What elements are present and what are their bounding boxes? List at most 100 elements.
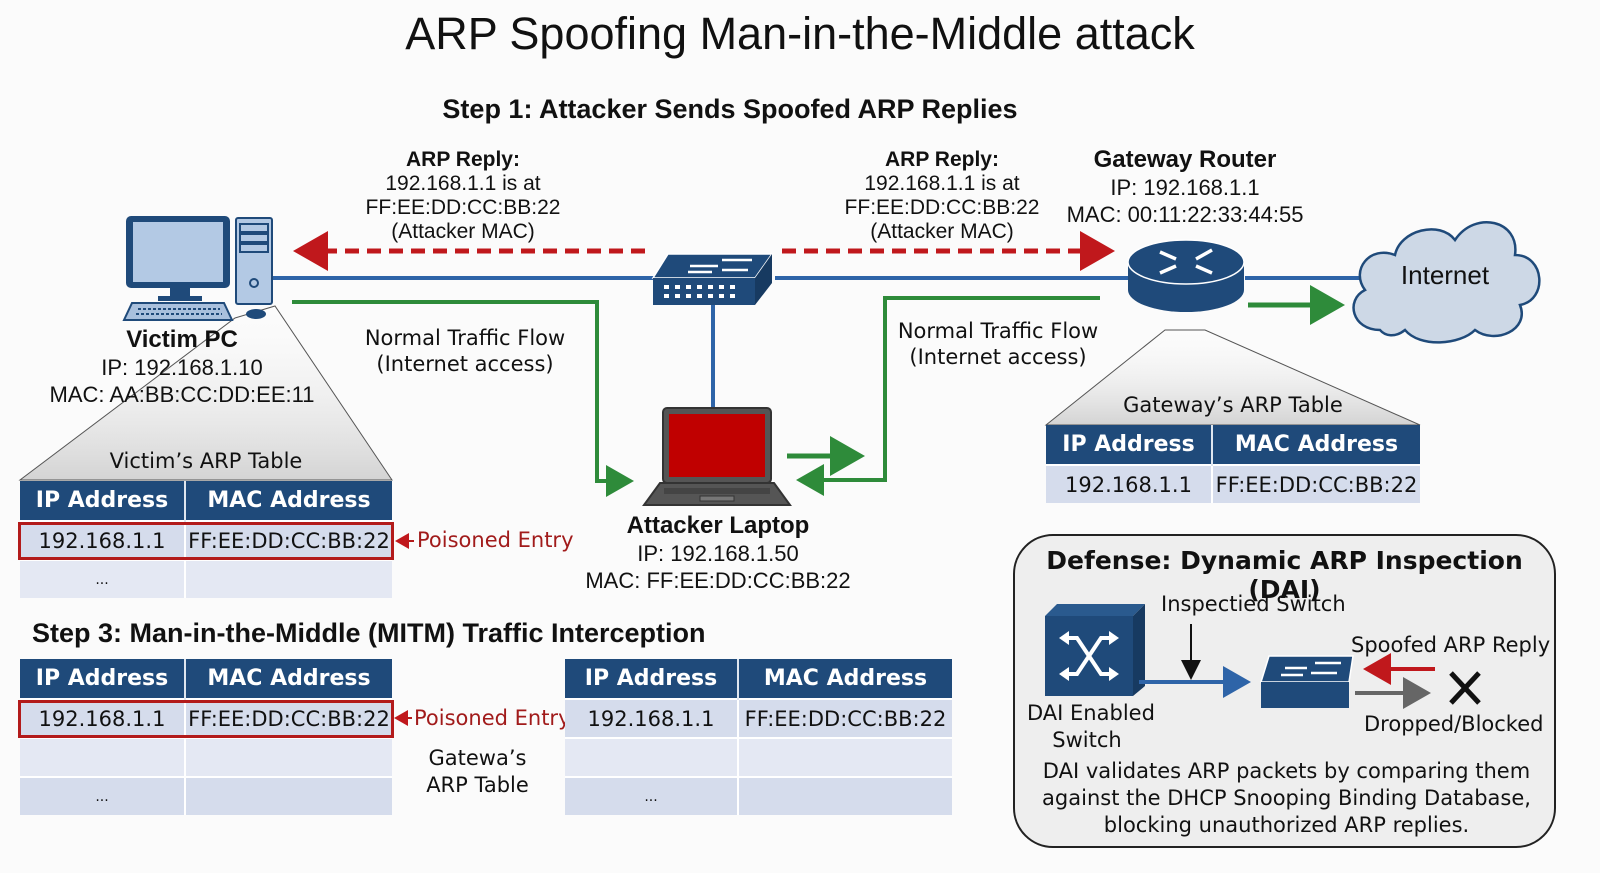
table-cell [738,776,952,815]
arp-reply-line: FF:EE:DD:CC:BB:22 [365,196,561,219]
column-header: IP Address [20,659,186,699]
table-row: ... [565,776,952,815]
column-header: MAC Address [1212,425,1420,465]
table-cell: ... [20,559,186,598]
dropped-blocked-label: Dropped/Blocked [1364,712,1544,736]
page-title: ARP Spoofing Man-in-the-Middle attack [405,8,1195,59]
inspected-switch-label: Inspectied Switch [1161,592,1346,616]
arp-reply-line: 192.168.1.1 is at [385,172,541,195]
flow-line: Normal Traffic Flow [364,326,566,350]
table-cell: 192.168.1.1 [20,698,186,738]
mitm-gateway-table-caption: Gatewa’s ARP Table [400,745,555,799]
table-cell [185,776,392,815]
step3-heading: Step 3: Man-in-the-Middle (MITM) Traffic… [32,618,706,648]
flow-line: Normal Traffic Flow [897,319,1099,343]
table-cell [565,737,739,777]
table-cell: 192.168.1.1 [565,698,739,738]
attacker-ip: IP: 192.168.1.50 [637,541,799,566]
poisoned-entry-highlight-step3 [18,700,394,738]
defense-panel: Defense: Dynamic ARP Inspection (DAI) [1013,534,1556,848]
gateway-table-caption: Gateway’s ARP Table [1123,393,1343,417]
table-row: ... [20,559,392,598]
column-header: IP Address [20,481,186,521]
table-cell: FF:EE:DD:CC:BB:22 [185,520,392,560]
table-cell: 192.168.1.1 [1046,464,1213,503]
description-line: against the DHCP Snooping Binding Databa… [1042,786,1531,810]
table-cell [20,737,186,777]
table-cell: FF:EE:DD:CC:BB:22 [1212,464,1420,503]
table-row [565,737,952,777]
table-cell: ... [565,776,739,815]
table-row: ... [20,776,392,815]
gateway-router-label: Gateway Router IP: 192.168.1.1 MAC: 00:1… [1035,146,1335,228]
victim-ip: IP: 192.168.1.10 [101,355,263,380]
table-row [20,737,392,777]
arp-reply-label-right: ARP Reply: 192.168.1.1 is at FF:EE:DD:CC… [832,148,1052,244]
victim-pc-label: Victim PC IP: 192.168.1.10 MAC: AA:BB:CC… [32,326,332,408]
victim-table-caption: Victim’s ARP Table [109,449,303,473]
dai-label-line: Switch [1052,728,1122,752]
arp-reply-line: (Attacker MAC) [870,220,1014,243]
table-cell: 192.168.1.1 [20,520,186,560]
attacker-name: Attacker Laptop [626,512,810,539]
gateway-ip: IP: 192.168.1.1 [1110,175,1260,200]
arp-reply-title: ARP Reply: [406,148,520,171]
caption-line: ARP Table [426,773,529,797]
poisoned-entry-label-step3: Poisoned Entry [414,706,571,730]
gateway-table-spotlight [1044,329,1421,426]
column-header: MAC Address [185,481,392,521]
column-header: MAC Address [738,659,952,699]
dai-enabled-switch-label: DAI Enabled Switch [1027,700,1155,754]
defense-description: DAI validates ARP packets by comparing t… [1015,758,1558,839]
mitm-victim-arp-table: IP Address MAC Address 192.168.1.1 FF:EE… [20,659,392,815]
mitm-gateway-arp-table: IP Address MAC Address 192.168.1.1 FF:EE… [565,659,952,815]
table-cell [185,737,392,777]
normal-traffic-label-right: Normal Traffic Flow (Internet access) [888,318,1108,370]
arp-reply-line: FF:EE:DD:CC:BB:22 [844,196,1040,219]
poisoned-entry-label: Poisoned Entry [417,528,574,552]
attacker-laptop-label: Attacker Laptop IP: 192.168.1.50 MAC: FF… [568,512,868,594]
inspected-switch-icon [1259,655,1354,708]
table-row-poisoned: 192.168.1.1 FF:EE:DD:CC:BB:22 [20,698,392,738]
arp-reply-line: (Attacker MAC) [391,220,535,243]
blocked-x-icon [1449,671,1481,705]
arp-reply-label-left: ARP Reply: 192.168.1.1 is at FF:EE:DD:CC… [353,148,573,244]
table-row-poisoned: 192.168.1.1 FF:EE:DD:CC:BB:22 [20,520,392,560]
traffic-victim-to-attacker-arrow [292,300,634,497]
table-cell [185,559,392,598]
spoofed-arp-reply-label: Spoofed ARP Reply [1351,633,1551,657]
gateway-arp-table: IP Address MAC Address 192.168.1.1 FF:EE… [1046,425,1420,503]
arp-reply-line: 192.168.1.1 is at [864,172,1020,195]
desktop-pc-icon [122,216,273,321]
laptop-icon [642,407,792,506]
column-header: MAC Address [185,659,392,699]
column-header: IP Address [565,659,739,699]
normal-traffic-label-left: Normal Traffic Flow (Internet access) [355,325,575,377]
traffic-gateway-to-attacker-arrow [796,296,1100,496]
dai-switch-icon [1045,604,1145,696]
caption-line: Gatewa’s [428,746,527,770]
victim-name: Victim PC [126,326,238,353]
defense-diagram [1045,604,1481,709]
dai-label-line: DAI Enabled [1027,701,1155,725]
victim-arp-table: IP Address MAC Address 192.168.1.1 FF:EE… [20,481,392,598]
description-line: blocking unauthorized ARP replies. [1103,813,1470,837]
table-row: 192.168.1.1 FF:EE:DD:CC:BB:22 [1046,464,1420,503]
table-row: 192.168.1.1 FF:EE:DD:CC:BB:22 [565,698,952,738]
description-line: DAI validates ARP packets by comparing t… [1042,759,1531,783]
table-cell [738,737,952,777]
router-icon [1127,239,1245,312]
gateway-name: Gateway Router [1093,146,1277,173]
gateway-mac: MAC: 00:11:22:33:44:55 [1066,202,1304,227]
table-cell: FF:EE:DD:CC:BB:22 [738,698,952,738]
column-header: IP Address [1046,425,1213,465]
internet-label: Internet [1400,260,1490,290]
cloud-icon [1352,221,1541,344]
poisoned-entry-highlight [18,522,394,560]
network-switch-icon [651,253,774,305]
victim-mac: MAC: AA:BB:CC:DD:EE:11 [49,382,315,407]
table-cell: ... [20,776,186,815]
attacker-mac: MAC: FF:EE:DD:CC:BB:22 [585,568,851,593]
flow-line: (Internet access) [909,345,1087,369]
